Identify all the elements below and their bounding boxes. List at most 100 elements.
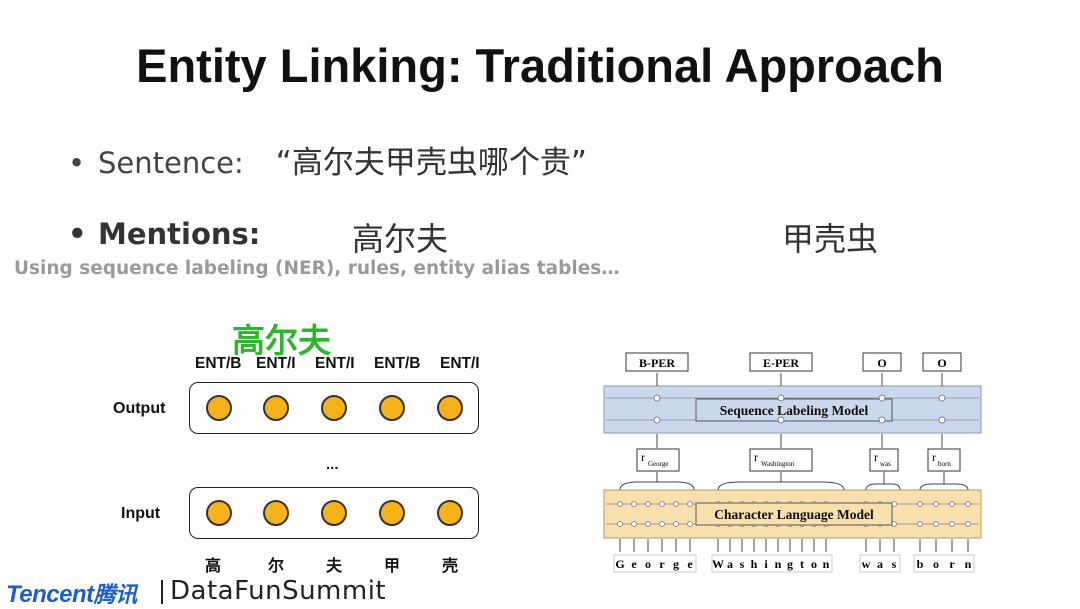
char-node [933,521,939,527]
sentence-value: “高尔夫甲壳虫哪个贵” [275,145,587,181]
char-input: n [965,557,972,571]
rep-main: r [874,450,878,464]
char-input: o [645,557,651,571]
seq-node [653,394,661,402]
highlighted-entity: 高尔夫 [232,321,331,360]
char-input: g [673,557,679,571]
char-input: h [751,557,758,571]
char-input: r [659,557,665,571]
input-node [321,500,347,526]
input-node [263,500,289,526]
char-node [917,521,923,527]
char-node [673,521,679,527]
word-representations: r George r Washington r was r born [636,448,961,472]
input-char: 夫 [326,556,343,575]
rep-sub: was [880,460,891,468]
char-input: b [917,557,924,571]
bullet-dot: • [68,217,87,251]
seq-node [777,416,785,424]
seq-model-box [695,398,893,422]
char-input: g [787,557,793,571]
label-box [749,352,813,372]
rep-sub: Washington [761,460,795,468]
char-node [917,501,923,507]
ner-tag: ENT/I [440,355,480,372]
label-text: E-PER [763,356,799,370]
seq-model-label: Sequence Labeling Model [720,403,869,418]
word-group-box [613,554,697,573]
char-input: W [712,557,724,571]
mentions-label: Mentions: [98,217,261,251]
char-node [631,521,637,527]
char-input: i [764,557,768,571]
rep-main: r [641,450,645,464]
ner-tags: ENT/B ENT/I ENT/I ENT/B ENT/I [195,355,495,375]
char-input: w [862,557,871,571]
char-node [949,521,955,527]
char-node [617,521,623,527]
label-box [922,352,962,372]
label-text: O [937,356,946,370]
char-node [645,521,651,527]
input-node [379,500,405,526]
input-label: Input [121,505,161,522]
mention-beetle: 甲壳虫 [782,220,879,258]
char-input: G [615,557,624,571]
word-group-box [859,554,901,573]
char-input: e [631,557,637,571]
output-node [263,395,289,421]
brace [865,472,901,491]
output-labels: B-PER E-PER O O [625,352,962,372]
char-model-box [695,502,893,526]
char-input: n [823,557,830,571]
sentence-label: Sentence: [98,146,244,180]
rep-box [636,448,680,472]
brand-name: Tencent [6,581,94,608]
seq-node [938,394,946,402]
brand-name-cn: 腾讯 [93,582,138,607]
input-characters: 高 尔 夫 甲 壳 [195,552,495,575]
ner-tag: ENT/B [195,355,242,372]
char-node [617,501,623,507]
seq-node [777,394,785,402]
seq-node [878,394,886,402]
word-group-box [913,554,975,573]
char-input: o [933,557,939,571]
rep-main: r [754,450,758,464]
char-input: a [727,557,733,571]
event-name: DataFunSummit [170,576,387,606]
label-text: B-PER [639,356,675,370]
char-node [965,501,971,507]
char-node [965,521,971,527]
brace [919,472,969,491]
input-char: 高 [205,556,222,575]
output-layer [189,382,479,434]
input-char: 甲 [384,556,401,575]
mentions-bullet: • Mentions: [68,217,260,251]
rep-sub: George [648,460,668,468]
char-input: s [740,557,745,571]
word-group-box [711,554,833,573]
input-char: 壳 [442,556,459,575]
char-input: t [800,557,804,571]
input-node [206,500,232,526]
slide-title: Entity Linking: Traditional Approach [136,39,944,92]
char-input: r [949,557,955,571]
char-model-label: Character Language Model [714,507,874,522]
char-lm-diagram: Sequence Labeling Model B-PER E-PER O O [603,352,982,573]
output-node [206,395,232,421]
ner-tag: ENT/B [374,355,421,372]
char-node [631,501,637,507]
char-node [949,501,955,507]
hidden-layers-ellipsis: ... [326,456,339,473]
method-note: Using sequence labeling (NER), rules, en… [14,258,620,279]
rep-sub: born [938,460,951,468]
input-layer [189,487,479,539]
footer-divider [161,580,163,604]
output-node [379,395,405,421]
output-node [437,395,463,421]
brace [717,472,845,491]
char-node [645,501,651,507]
brace [619,472,695,491]
